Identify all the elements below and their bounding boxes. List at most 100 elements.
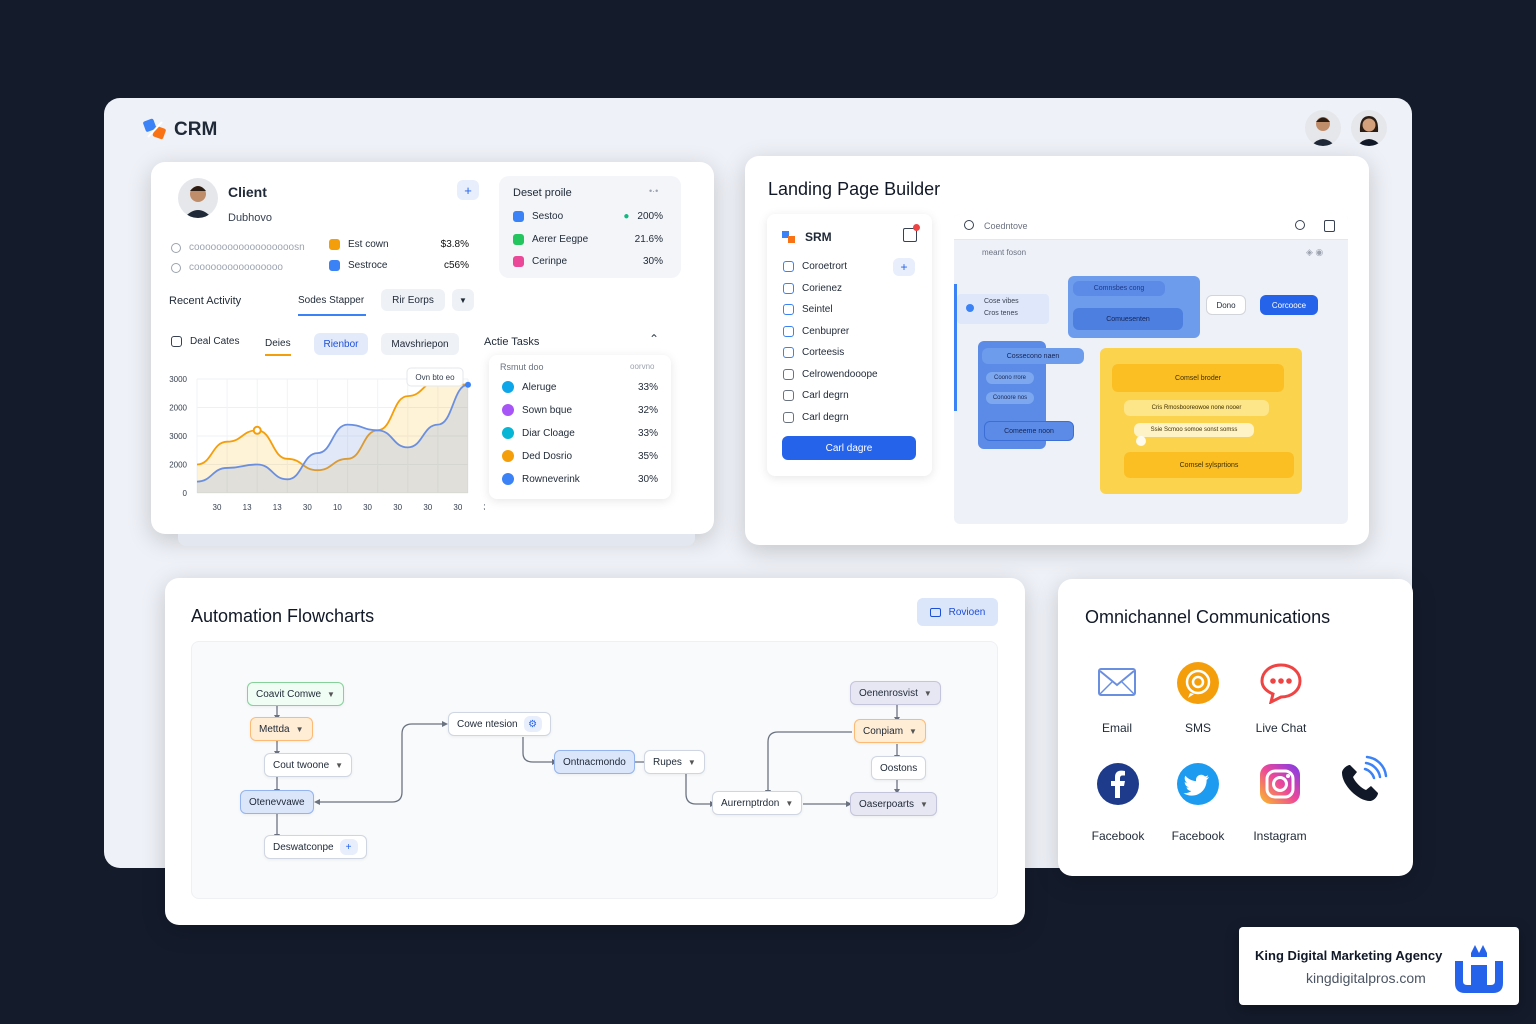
settings-icon[interactable]: ◈ ◉ <box>1306 247 1324 257</box>
block-chip[interactable]: Cossecono naen <box>982 348 1084 364</box>
flow-node[interactable]: Ontnacmondo <box>554 750 635 774</box>
search-icon[interactable] <box>1295 220 1305 230</box>
notification-dot <box>913 224 920 231</box>
y-tick-label: 3000 <box>169 375 187 384</box>
export-icon[interactable] <box>1324 220 1335 232</box>
block-chip[interactable]: Comuesenten <box>1073 308 1183 330</box>
phone-channel[interactable] <box>1336 755 1390 812</box>
landing-title: Landing Page Builder <box>768 179 941 199</box>
chart-tooltip-text: Ovn bto eo <box>415 373 455 382</box>
automation-flowcharts-card: Automation Flowcharts Rovioen <box>165 578 1025 925</box>
chart-tab-rienbor[interactable]: Rienbor <box>314 333 368 355</box>
channel-label: Live Chat <box>1255 721 1307 735</box>
y-tick-label: 2000 <box>169 404 187 413</box>
collapse-icon[interactable]: ⌃ <box>649 332 660 346</box>
menu-item-icon <box>783 325 794 337</box>
flow-node[interactable]: Coavit Comwe▼ <box>247 682 344 706</box>
facebook-channel[interactable]: Facebook <box>1088 762 1148 843</box>
builder-menu-item[interactable]: Corteesis <box>783 347 844 358</box>
builder-menu-item[interactable]: Cenbuprer <box>783 325 849 337</box>
flow-node[interactable]: Deswatconpe+ <box>264 835 367 859</box>
chevron-down-icon: ▼ <box>327 689 335 699</box>
review-button[interactable]: Rovioen <box>917 598 998 626</box>
user-avatar-2[interactable] <box>1351 110 1387 146</box>
block-chip[interactable]: Coono rrore <box>986 372 1034 384</box>
block-chip[interactable]: Comsel sylsprtions <box>1124 452 1294 478</box>
canvas-search-input[interactable]: Coedntove <box>984 221 1028 231</box>
builder-menu-item[interactable]: Coroetrort <box>783 261 847 272</box>
chart-tab-mavshriepon[interactable]: Mavshriepon <box>381 333 459 355</box>
more-icon[interactable]: •·• <box>649 186 659 196</box>
block-outline-button[interactable]: Dono <box>1206 295 1246 315</box>
tab-recent-activity[interactable]: Recent Activity <box>169 295 242 307</box>
chevron-down-icon: ▼ <box>295 724 304 734</box>
email-icon <box>1098 668 1136 696</box>
brand-badge[interactable]: King Digital Marketing Agency kingdigita… <box>1239 927 1519 1005</box>
settings-icon[interactable]: ⚙ <box>523 716 542 732</box>
canvas-toolbar <box>954 214 1348 240</box>
flow-node[interactable]: Mettda▼ <box>250 717 313 741</box>
email-channel[interactable]: Email <box>1090 663 1144 735</box>
block-chip[interactable]: Comsel broder <box>1112 364 1284 392</box>
flow-node[interactable]: Oenenrosvist▼ <box>850 681 941 705</box>
chevron-down-icon: ▼ <box>909 726 917 736</box>
chevron-down-icon[interactable]: ▼ <box>452 289 474 311</box>
client-stat: Sestroce c56% <box>329 260 469 271</box>
x-tick-label: 13 <box>273 503 282 512</box>
user-avatar-1[interactable] <box>1305 110 1341 146</box>
menu-item-icon <box>783 368 794 380</box>
builder-menu-item[interactable]: Seintel <box>783 304 833 315</box>
menu-item-icon <box>783 390 794 401</box>
search-icon[interactable] <box>964 220 974 230</box>
menu-item-icon <box>783 261 794 272</box>
edit-icon[interactable] <box>903 228 917 242</box>
add-section-button[interactable]: + <box>893 258 915 276</box>
tab-rir-eorps[interactable]: Rir Eorps <box>381 289 445 311</box>
flow-node[interactable]: Rupes▼ <box>644 750 705 774</box>
tab-sodes-stapper[interactable]: Sodes Stapper <box>298 295 366 316</box>
flow-node[interactable]: Oaserpoarts▼ <box>850 792 937 816</box>
flow-node[interactable]: Cowe ntesion⚙ <box>448 712 551 736</box>
builder-menu-item[interactable]: Celrowendooope <box>783 368 878 380</box>
flow-node[interactable]: Cout twoone▼ <box>264 753 353 777</box>
twitter-channel[interactable]: Facebook <box>1168 762 1228 843</box>
block-chip[interactable]: Ssie Scmoo somoe sonst somss <box>1134 423 1254 437</box>
chart-point[interactable] <box>252 425 262 435</box>
instagram-channel[interactable]: Instagram <box>1247 762 1313 843</box>
builder-menu-item[interactable]: Carl degrn <box>783 411 849 423</box>
block-chip[interactable]: Comeeme noon <box>984 421 1074 441</box>
calendar-icon <box>171 336 182 347</box>
add-icon[interactable]: + <box>339 839 358 855</box>
builder-primary-button[interactable]: Carl dagre <box>782 436 916 460</box>
block-chip[interactable]: Comnsbes cong <box>1073 281 1165 296</box>
builder-menu-item[interactable]: Corienez <box>783 282 842 294</box>
live-chat-channel[interactable]: Live Chat <box>1248 662 1314 735</box>
x-tick-label: 30 <box>303 503 312 512</box>
block-primary-button[interactable]: Corcooce <box>1260 295 1318 315</box>
sms-channel[interactable]: SMS <box>1171 661 1225 735</box>
block-chip[interactable]: Conoore nos <box>986 392 1034 404</box>
block-chip[interactable]: Cris Rmosbooreowoe none nooer <box>1124 400 1269 416</box>
builder-canvas: Coedntove meant foson ◈ ◉ Cose vibes Cro… <box>954 214 1348 524</box>
chart-tab-deies[interactable]: Deies <box>265 338 291 356</box>
client-add-button[interactable]: + <box>457 180 479 200</box>
flow-node[interactable]: Aurernptrdon▼ <box>712 791 803 815</box>
deal-area-chart: 3000200030002000030131330103030303030Ovn… <box>169 367 485 512</box>
flow-node[interactable]: Conpiam▼ <box>854 719 926 743</box>
flowchart-canvas: Coavit Comwe▼ Mettda▼ Cout twoone▼ Otene… <box>191 641 998 899</box>
x-tick-label: 30 <box>484 503 485 512</box>
canvas-sub-label: meant foson <box>982 248 1027 257</box>
chart-point[interactable] <box>465 381 471 388</box>
crm-logo[interactable]: CRM <box>142 117 217 143</box>
deal-profile-row: Cerinpe 30% <box>513 256 663 267</box>
flow-node[interactable]: Otenevvawe <box>240 790 314 814</box>
builder-menu-item[interactable]: Carl degrn <box>783 390 849 401</box>
flow-node[interactable]: Oostons <box>871 756 927 780</box>
instagram-icon <box>1260 764 1300 804</box>
